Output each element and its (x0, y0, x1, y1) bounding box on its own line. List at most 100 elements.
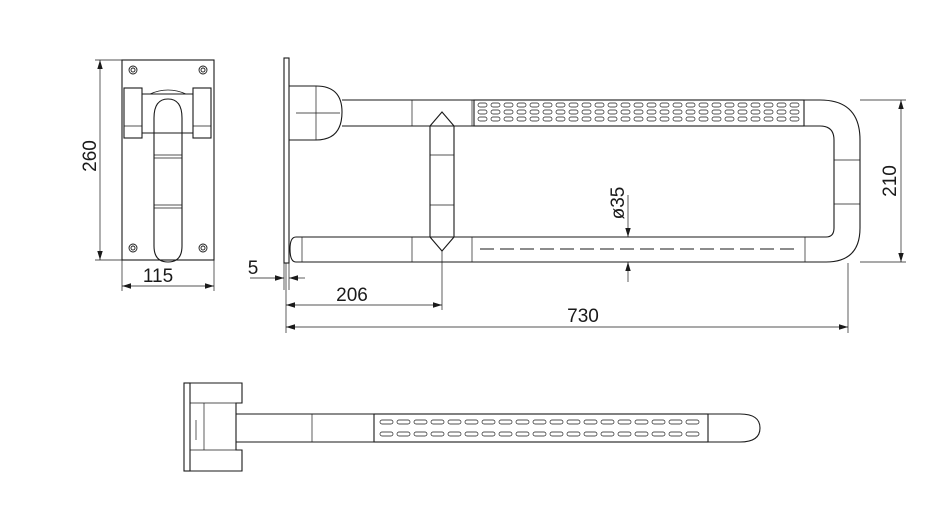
grip-slot (600, 431, 615, 437)
grip-slot (776, 102, 787, 108)
grip-slot (607, 102, 618, 108)
grip-slot (516, 116, 527, 122)
grip-slot (549, 419, 564, 425)
grip-slot (724, 109, 735, 115)
grip-slot (633, 109, 644, 115)
dim-label-115: 115 (143, 266, 173, 287)
grip-slot (698, 109, 709, 115)
grip-slot (464, 419, 479, 425)
grip-slot (737, 109, 748, 115)
grip-slot (503, 109, 514, 115)
grip-slot (685, 116, 696, 122)
top-rail-tube (236, 413, 761, 443)
grip-slot (477, 102, 488, 108)
grip-slot (555, 116, 566, 122)
dim-label-730: 730 (567, 306, 599, 327)
grip-slot (503, 102, 514, 108)
dim-label-260: 260 (80, 140, 101, 172)
grip-section-top (473, 99, 805, 127)
grip-slot (607, 109, 618, 115)
grip-slot (634, 431, 649, 437)
grip-slot (583, 419, 598, 425)
grip-perforations-top (477, 102, 800, 122)
grip-slot (620, 116, 631, 122)
grip-slot (568, 109, 579, 115)
grip-slot (447, 431, 462, 437)
right-bracket (192, 87, 212, 139)
grip-slot (789, 102, 800, 108)
grip-slot (607, 116, 618, 122)
grip-slot (620, 102, 631, 108)
grip-slot (672, 116, 683, 122)
grip-slot (651, 431, 666, 437)
grip-slot (568, 116, 579, 122)
grip-slot (685, 419, 700, 425)
screw-hole (198, 243, 208, 253)
grip-slot (568, 102, 579, 108)
grip-slot (430, 431, 445, 437)
dim-plate-width: 115 (121, 260, 215, 291)
grip-slot (477, 109, 488, 115)
grip-slot (750, 102, 761, 108)
grip-slot (620, 109, 631, 115)
grip-slot (724, 116, 735, 122)
grip-slot (763, 102, 774, 108)
grip-slot (659, 109, 670, 115)
top-wall-plate (183, 382, 191, 472)
grip-slot (481, 419, 496, 425)
top-bracket (190, 382, 243, 472)
grip-slot (583, 431, 598, 437)
grip-slot (668, 431, 683, 437)
screw-hole (128, 243, 138, 253)
grip-slot (617, 419, 632, 425)
grip-section-side (373, 413, 709, 443)
dim-tube-diameter: ø35 (608, 187, 636, 282)
grip-slot (776, 109, 787, 115)
grip-slot (698, 102, 709, 108)
grip-slot (672, 102, 683, 108)
grip-slot (555, 109, 566, 115)
top-tube (342, 99, 861, 263)
grip-slot (750, 109, 761, 115)
grip-slot (379, 419, 394, 425)
grip-slot (498, 419, 513, 425)
grip-slot (515, 431, 530, 437)
grip-slot (581, 116, 592, 122)
grip-slot (763, 116, 774, 122)
dim-plate-height: 260 (80, 59, 122, 261)
grip-slot (529, 109, 540, 115)
hinge-dome (289, 85, 343, 141)
grip-slot (685, 102, 696, 108)
dim-rail-height: 210 (860, 99, 906, 263)
grip-slot (659, 102, 670, 108)
grip-slot (447, 419, 462, 425)
dim-total-length: 730 (285, 263, 849, 333)
grip-slot (529, 102, 540, 108)
top-view (183, 382, 761, 472)
wall-plate (121, 59, 215, 261)
grip-slot (711, 116, 722, 122)
grip-slot (581, 102, 592, 108)
grip-slot (542, 116, 553, 122)
grip-slot (594, 116, 605, 122)
grip-slot (776, 116, 787, 122)
dim-label-diameter: ø35 (608, 187, 629, 220)
grip-slot (516, 102, 527, 108)
grip-slot (646, 109, 657, 115)
grip-slot (481, 431, 496, 437)
grip-slot (396, 431, 411, 437)
bottom-tube (289, 236, 805, 263)
grip-slot (600, 419, 615, 425)
grip-slot (529, 116, 540, 122)
side-view: 5 206 730 210 ø35 (248, 57, 906, 333)
dim-label-5: 5 (248, 258, 259, 279)
grip-slot (668, 419, 683, 425)
grip-slot (672, 109, 683, 115)
grip-slot (477, 116, 488, 122)
grip-slot (532, 419, 547, 425)
grip-slot (379, 431, 394, 437)
grip-slot (634, 419, 649, 425)
grip-slot (542, 109, 553, 115)
grip-slot (651, 419, 666, 425)
